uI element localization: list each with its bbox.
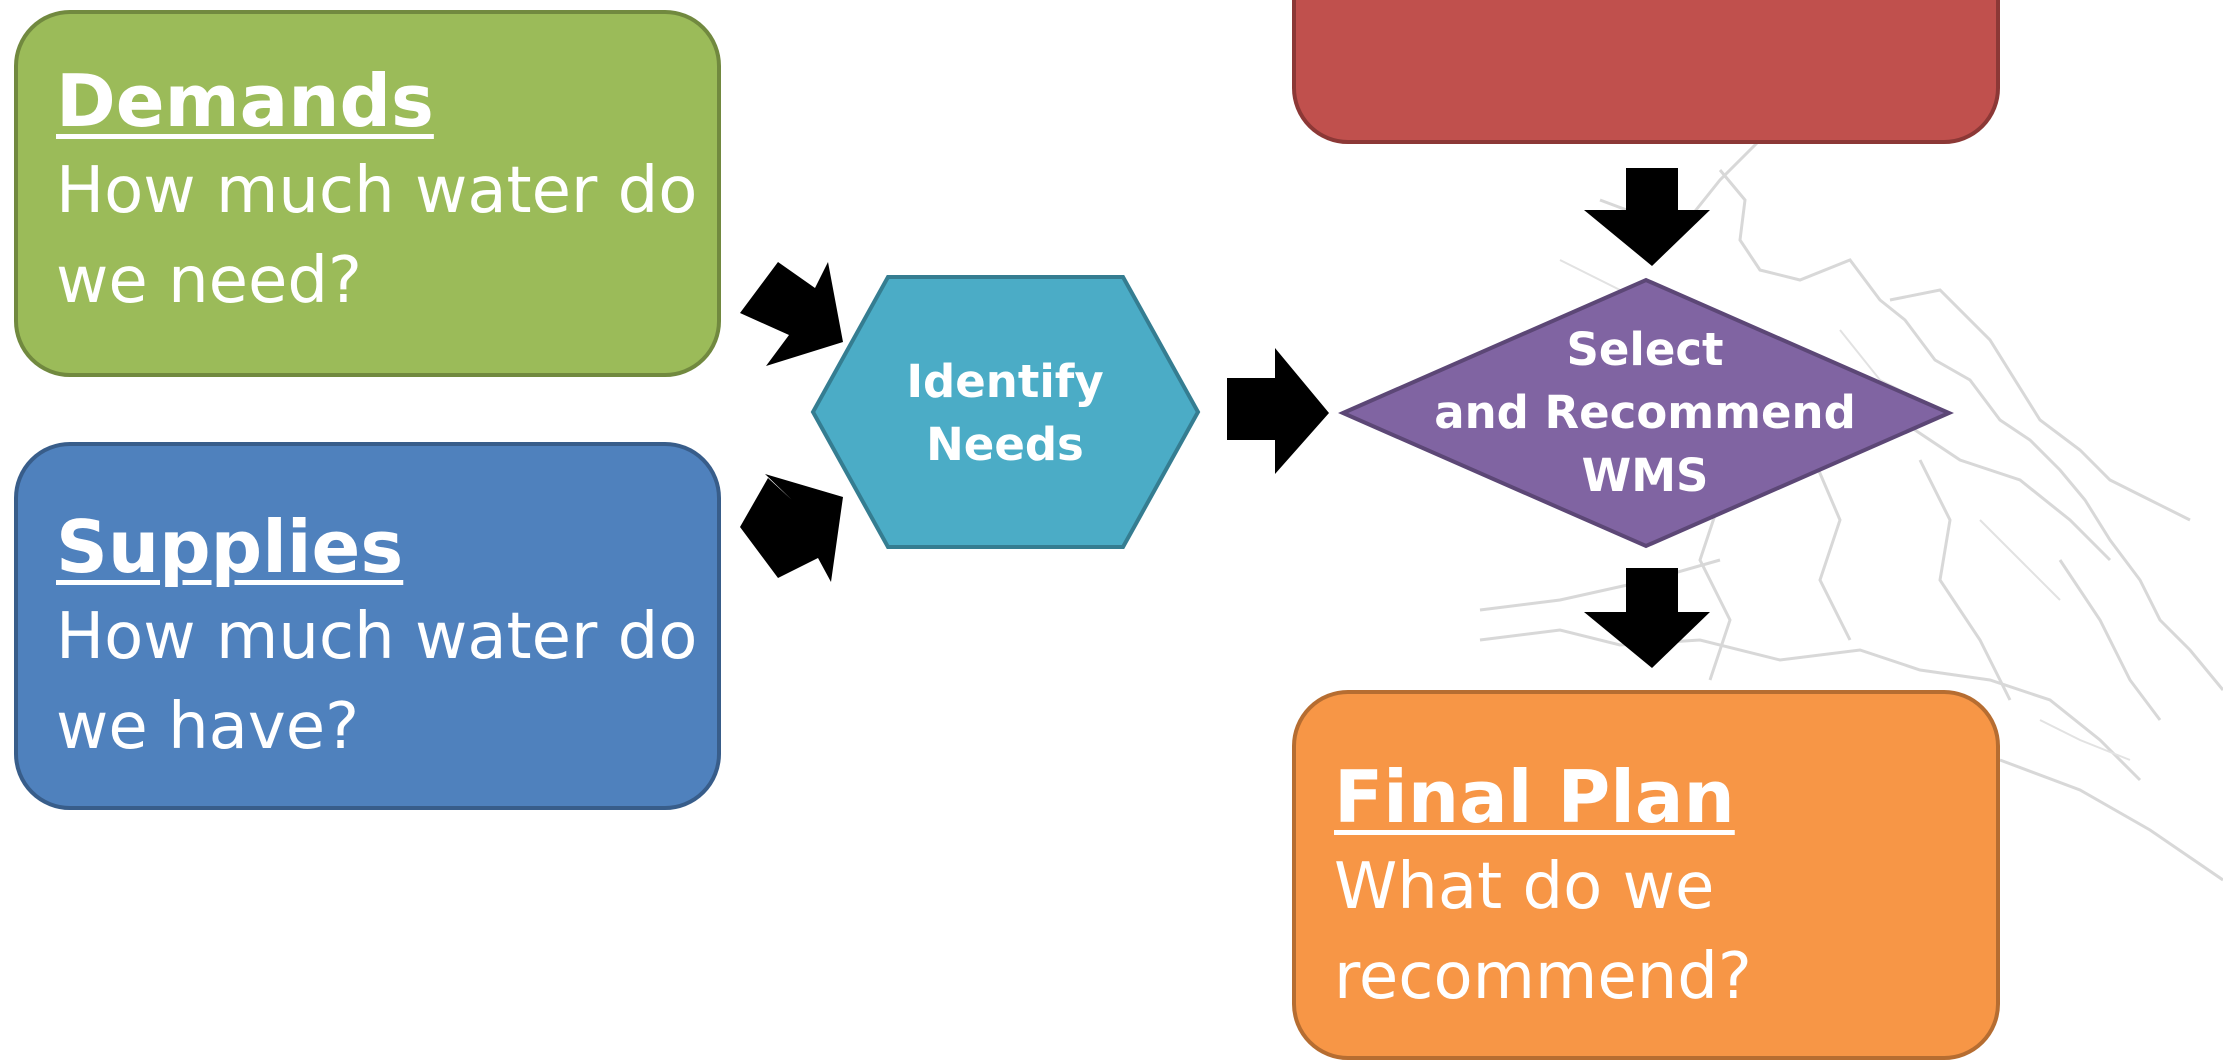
supplies-title: Supplies — [56, 505, 404, 589]
select-wms-line3: WMS — [1581, 449, 1709, 502]
demands-title: Demands — [56, 59, 434, 143]
select-recommend-diamond — [1338, 277, 1954, 549]
arrow-needs-to-select — [1227, 348, 1329, 474]
select-wms-line1: Select — [1566, 323, 1724, 376]
identify-needs-label: Identify Needs — [890, 350, 1120, 476]
demands-body: How much water do we need? — [56, 154, 698, 318]
select-wms-line2: and Recommend — [1434, 386, 1856, 439]
final-plan-body: What do we recommend? — [1334, 850, 1752, 1014]
final-plan-box: Final Plan What do we recommend? — [1292, 690, 2000, 1060]
identify-needs-line1: Identify — [906, 355, 1104, 408]
water-strategies-body: more water? — [1334, 0, 1996, 20]
arrow-select-to-final — [1584, 568, 1710, 668]
arrow-demands-to-needs — [740, 262, 843, 366]
water-strategies-box: more water? — [1292, 0, 2000, 144]
identify-needs-line2: Needs — [926, 418, 1084, 471]
supplies-body: How much water do we have? — [56, 600, 698, 764]
identify-needs-hexagon — [810, 275, 1201, 549]
demands-box: Demands How much water do we need? — [14, 10, 721, 377]
select-wms-label: Select and Recommend WMS — [1380, 318, 1910, 507]
arrow-supplies-to-needs — [740, 474, 843, 582]
supplies-box: Supplies How much water do we have? — [14, 442, 721, 810]
final-plan-title: Final Plan — [1334, 755, 1735, 839]
arrow-top-to-select — [1584, 168, 1710, 266]
